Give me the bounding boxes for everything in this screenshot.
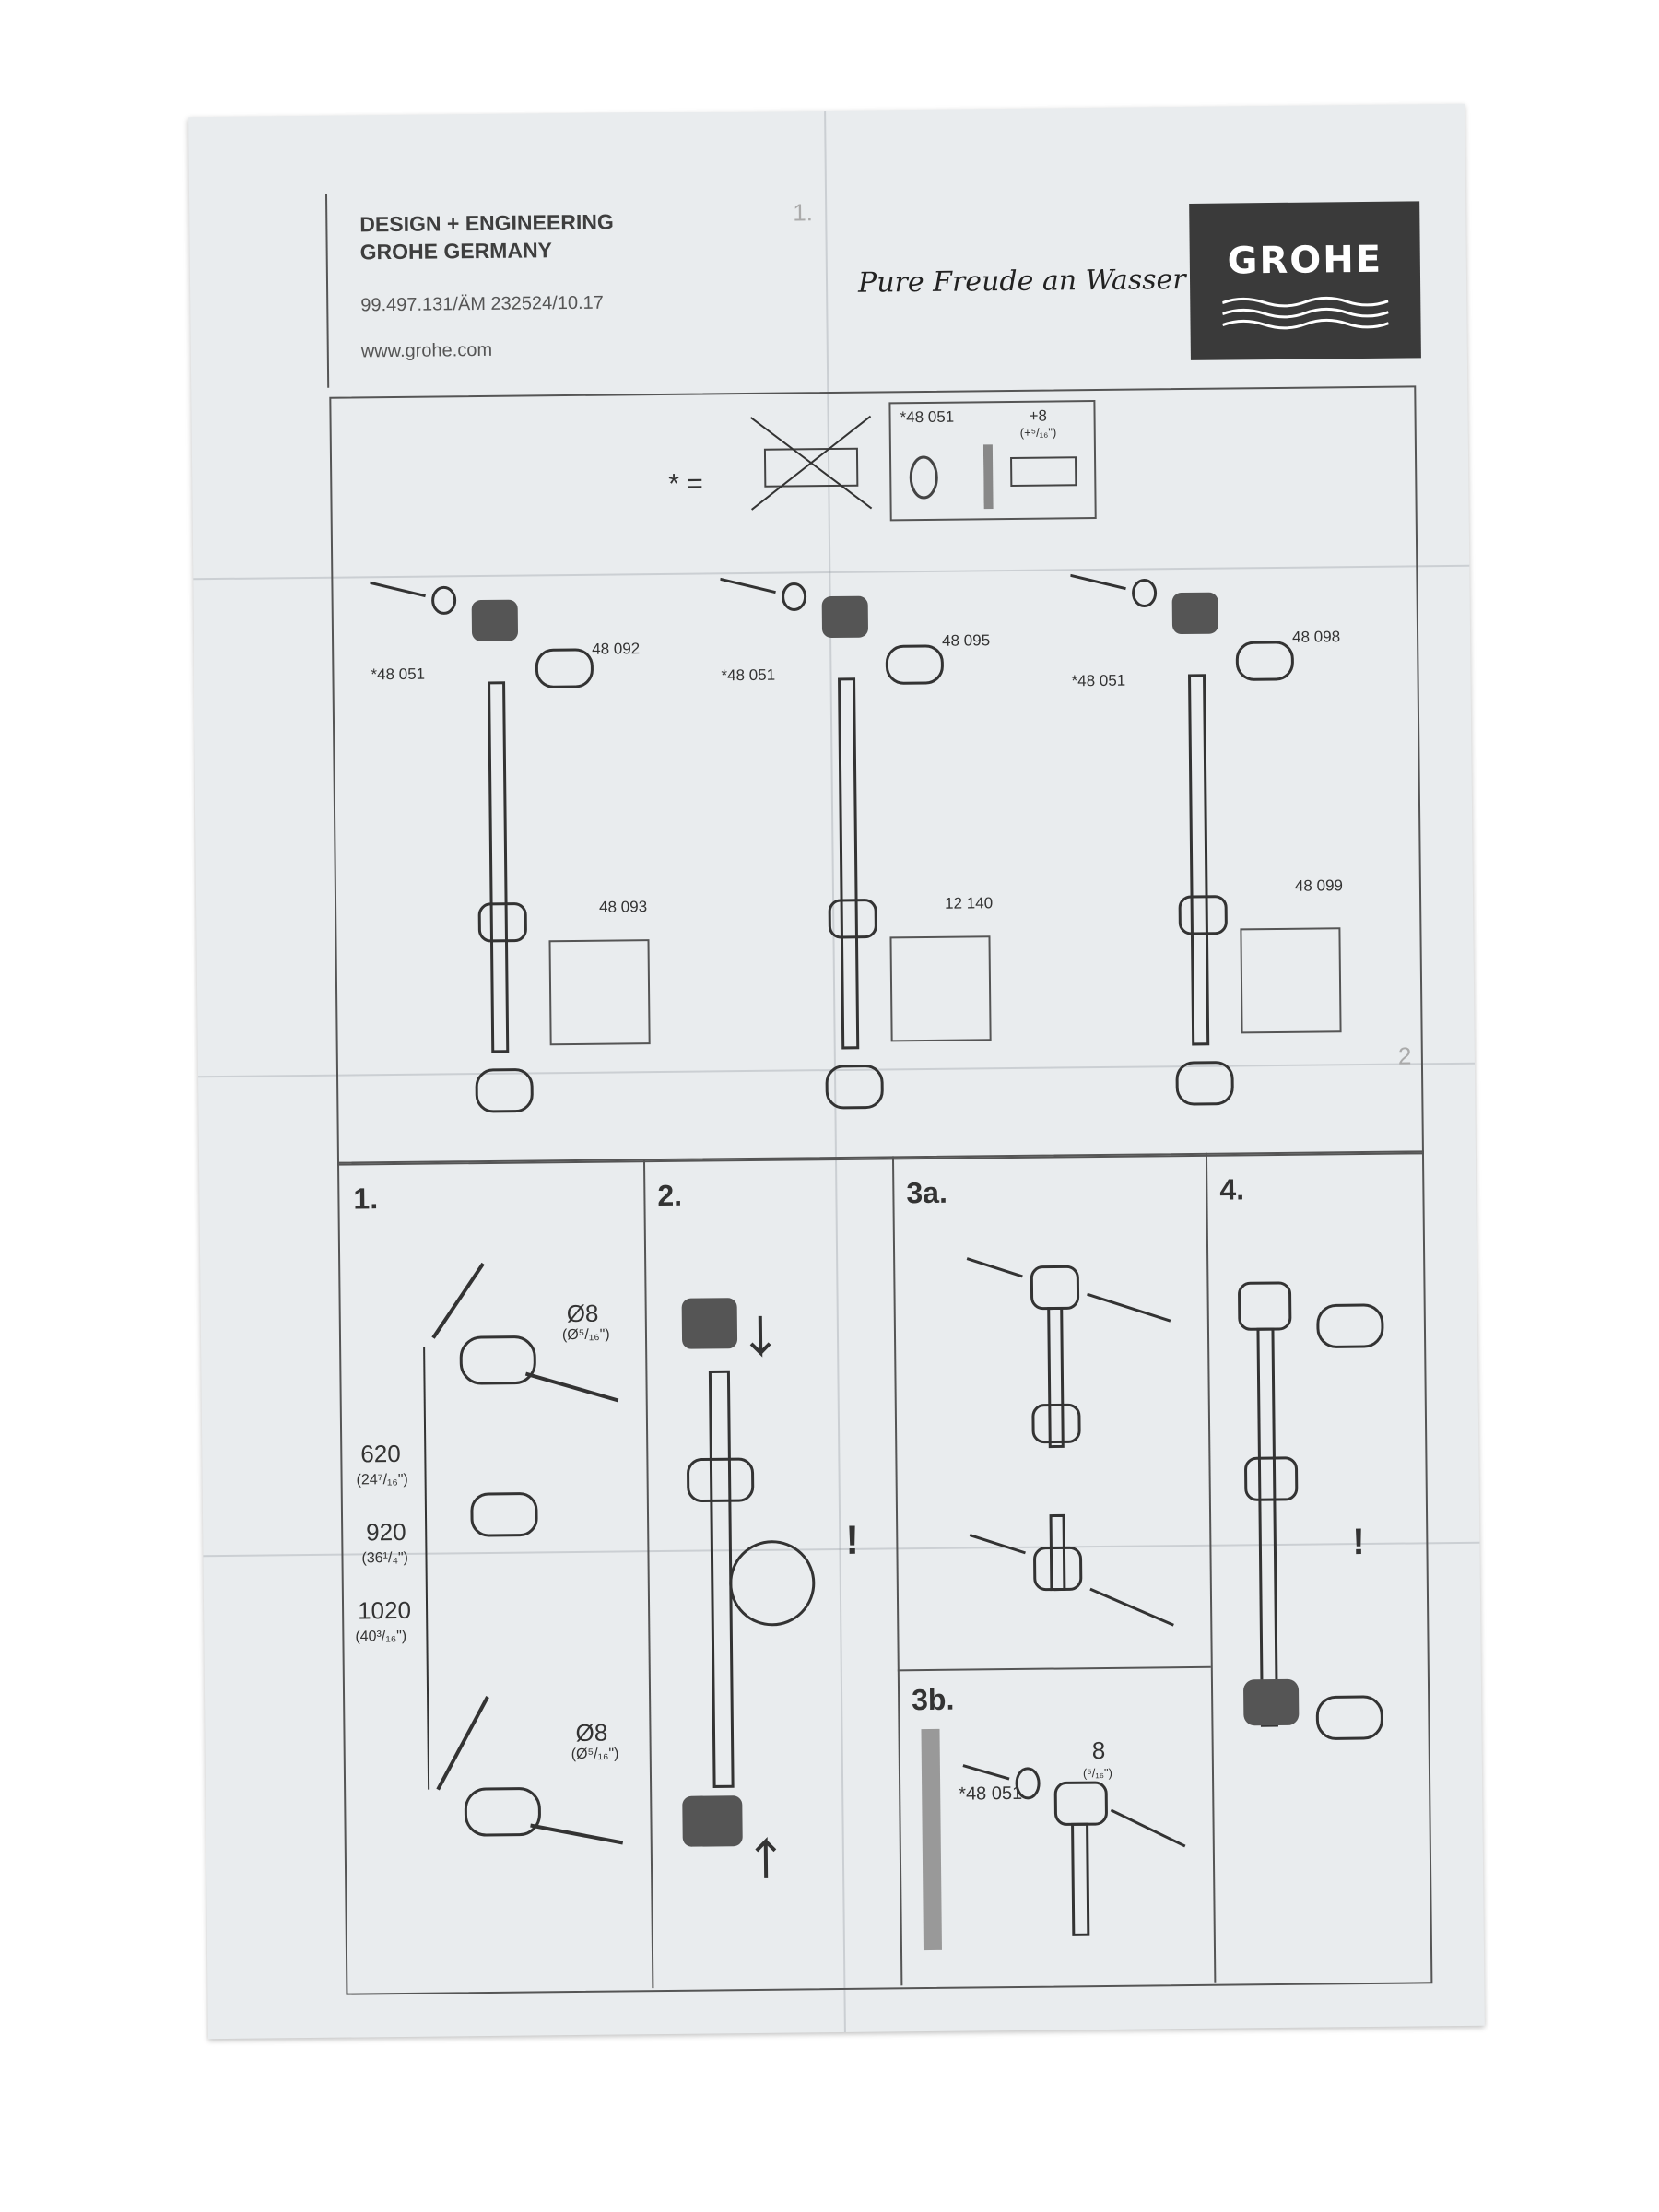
divider bbox=[642, 1159, 654, 1989]
step-1-label: 1. bbox=[353, 1182, 379, 1216]
variant-1-detail bbox=[548, 939, 651, 1046]
step-4-drawing bbox=[1238, 1281, 1384, 1740]
logo-text: GROHE bbox=[1227, 238, 1383, 283]
steps-frame: 1. 2. 3a. 3b. 4. Ø8 (Ø⁵/₁₆") 620 (24⁷/₁₆… bbox=[336, 1150, 1433, 1995]
tagline: Pure Freude an Wasser bbox=[857, 263, 1186, 300]
step-3b-drawing bbox=[921, 1728, 1186, 1951]
wave-icon bbox=[1222, 296, 1389, 330]
step-2-label: 2. bbox=[657, 1178, 683, 1213]
step-4-label: 4. bbox=[1219, 1172, 1245, 1206]
header-rule bbox=[325, 194, 330, 388]
step-3a-label: 3a. bbox=[906, 1175, 948, 1210]
page-marker: 2 bbox=[1397, 1041, 1412, 1070]
ring-icon bbox=[909, 455, 938, 500]
shower-rail-2-drawing bbox=[720, 577, 944, 1110]
website: www.grohe.com bbox=[360, 339, 493, 362]
step-2-drawing bbox=[681, 1298, 816, 1878]
height-620: 620 bbox=[360, 1439, 401, 1468]
page-marker: 1. bbox=[793, 198, 814, 227]
parts-overview-frame: * = *48 051 +8 (+⁵/₁₆") *48 051 48 092 4… bbox=[329, 385, 1424, 1166]
variant-2-detail bbox=[889, 935, 992, 1042]
document-code: 99.497.131/ÄM 232524/10.17 bbox=[360, 292, 604, 316]
divider bbox=[897, 1665, 1211, 1672]
header-line-1: DESIGN + ENGINEERING bbox=[359, 209, 614, 237]
step-3a-drawing bbox=[966, 1257, 1174, 1627]
offset-inch: (+⁵/₁₆") bbox=[1019, 425, 1057, 440]
step-1-drawing bbox=[423, 1262, 624, 1845]
shower-rail-3-drawing bbox=[1070, 573, 1294, 1106]
variant-3-detail bbox=[1240, 927, 1342, 1034]
shower-rail-1-drawing bbox=[370, 581, 594, 1113]
asterisk-legend: * = bbox=[668, 468, 704, 500]
spacer-legend-box: *48 051 +8 (+⁵/₁₆") bbox=[888, 400, 1097, 522]
instruction-sheet: DESIGN + ENGINEERING GROHE GERMANY 99.49… bbox=[188, 103, 1485, 2040]
header-line-2: GROHE GERMANY bbox=[359, 238, 553, 265]
wall-offset-icon bbox=[982, 444, 1077, 510]
warning-mark: ! bbox=[1352, 1522, 1365, 1563]
warning-mark: ! bbox=[845, 1517, 860, 1563]
step-3b-label: 3b. bbox=[911, 1682, 955, 1717]
crossed-holder-icon bbox=[749, 415, 873, 511]
legend-part-code: *48 051 bbox=[900, 407, 955, 427]
grohe-logo: GROHE bbox=[1189, 201, 1421, 360]
divider bbox=[1205, 1152, 1217, 1983]
offset-value: +8 bbox=[1029, 406, 1048, 425]
